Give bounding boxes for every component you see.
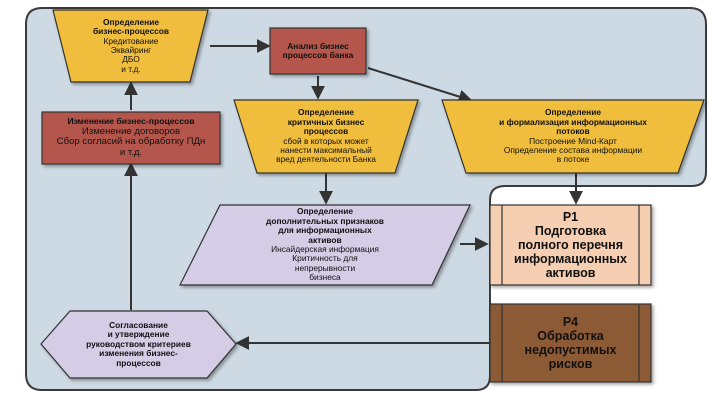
- node-change-processes-shape: [41, 111, 221, 165]
- node-approval-line-2: и утверждение: [107, 329, 170, 340]
- node-info-flows-title-2: и формализация информационных: [499, 116, 647, 127]
- node-additional-attributes-title-3: для информационных: [278, 225, 372, 236]
- node-additional-attributes-line-3: непрерывности: [294, 262, 356, 273]
- node-define-processes-title-2: бизнес-процессов: [92, 26, 170, 37]
- node-p4-line-3: рисков: [548, 357, 593, 371]
- node-info-flows-shape: [441, 99, 705, 174]
- node-info-flows-title-3: потоков: [556, 126, 590, 137]
- node-p1-shape: [489, 204, 652, 286]
- node-define-processes-shape: [52, 9, 209, 83]
- node-critical-processes-line-3: вред деятельности Банка: [276, 154, 376, 165]
- node-p4-line-1: Обработка: [537, 329, 604, 343]
- node-info-flows-title-1: Определение: [544, 107, 602, 118]
- node-additional-attributes-shape: [179, 204, 471, 286]
- node-info-flows-line-1: Построение Mind-Карт: [529, 135, 617, 146]
- node-analyze-processes: Анализ бизнес процессов банка: [270, 28, 366, 74]
- node-critical-processes-shape: [233, 99, 419, 174]
- node-additional-attributes-title-4: активов: [308, 234, 342, 245]
- node-define-processes-line-2: Эквайринг: [110, 45, 152, 55]
- node-additional-attributes-line-1: Инсайдерская информация: [271, 244, 379, 254]
- node-critical-processes-line-1: сбой в которых может: [283, 135, 369, 146]
- node-critical-processes-title-2: критичных бизнес: [287, 116, 365, 127]
- node-analyze-processes-title-1: Анализ бизнес: [287, 40, 349, 51]
- node-info-flows: Определение и формализация информационны…: [458, 102, 688, 171]
- node-define-processes-line-4: и т.д.: [121, 63, 141, 74]
- node-info-flows-line-3: в потоке: [556, 154, 590, 165]
- node-approval-line-3: руководством критериев: [86, 338, 191, 349]
- node-p1-line-3: информационных: [514, 252, 627, 266]
- node-change-processes-line-2: Сбор согласий на обработку ПДн: [56, 136, 206, 148]
- node-info-flows-line-2: Определение состава информации: [503, 144, 643, 155]
- node-change-processes-title: Изменение бизнес-процессов: [67, 116, 195, 127]
- node-approval-line-5: процессов: [116, 357, 161, 368]
- node-approval-line-1: Согласование: [109, 319, 168, 330]
- node-p1-line-1: Подготовка: [534, 224, 607, 238]
- node-p1: P1 Подготовка полного перечня информацио…: [502, 205, 639, 285]
- node-additional-attributes-line-2: Критичность для: [292, 253, 358, 264]
- node-critical-processes-title-1: Определение: [297, 107, 355, 118]
- node-critical-processes: Определение критичных бизнес процессов с…: [248, 102, 404, 171]
- node-define-processes-line-1: Кредитование: [103, 35, 159, 46]
- node-define-processes: Определение бизнес-процессов Кредитовани…: [66, 12, 196, 80]
- node-analyze-processes-title-2: процессов банка: [282, 50, 354, 60]
- node-p4-line-2: недопустимых: [524, 343, 617, 357]
- node-define-processes-title-1: Определение: [102, 16, 160, 27]
- arrow-n2-to-n5: [367, 67, 473, 104]
- node-p4-code: P4: [562, 315, 579, 329]
- node-critical-processes-title-3: процессов: [303, 126, 349, 137]
- node-define-processes-line-3: ДБО: [122, 54, 140, 65]
- node-p1-line-2: полного перечня: [517, 238, 624, 252]
- node-additional-attributes: Определение дополнительных признаков для…: [225, 206, 425, 284]
- node-approval: Согласование и утверждение руководством …: [56, 313, 221, 376]
- node-p1-line-4: активов: [545, 266, 596, 280]
- node-approval-shape: [40, 310, 237, 379]
- node-additional-attributes-title-1: Определение: [296, 206, 354, 217]
- node-critical-processes-line-2: нанести максимальный: [280, 144, 372, 155]
- node-analyze-processes-shape: [269, 27, 367, 75]
- node-change-processes: Изменение бизнес-процессов Изменение дог…: [42, 112, 220, 164]
- node-p4: P4 Обработка недопустимых рисков: [502, 304, 639, 382]
- node-approval-line-4: изменения бизнес-: [99, 348, 178, 359]
- node-additional-attributes-line-4: бизнеса: [309, 272, 341, 283]
- node-p4-shape: [489, 303, 652, 383]
- node-additional-attributes-title-2: дополнительных признаков: [266, 215, 384, 226]
- node-change-processes-line-3: и т.д.: [119, 147, 143, 159]
- node-change-processes-line-1: Изменение договоров: [81, 125, 181, 137]
- node-p1-code: P1: [562, 210, 579, 224]
